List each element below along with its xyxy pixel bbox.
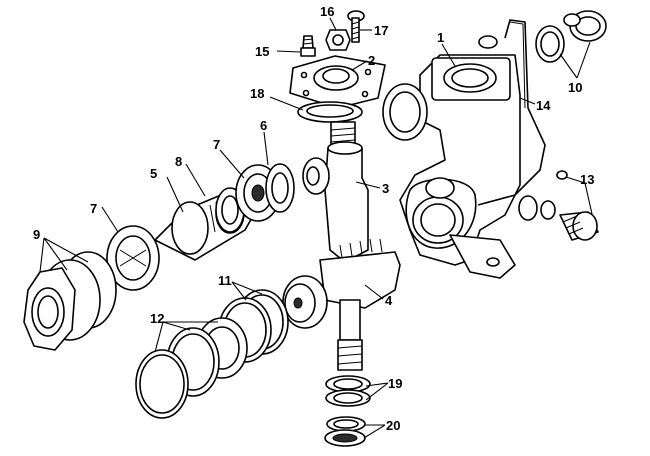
piston-disc-part xyxy=(282,275,328,329)
callout-16: 16 xyxy=(320,4,334,19)
pipe-part xyxy=(477,19,546,206)
callout-17: 17 xyxy=(374,23,388,38)
callout-1: 1 xyxy=(437,30,444,45)
lower-shaft-seals-part xyxy=(325,375,371,407)
callout-19: 19 xyxy=(388,376,402,391)
leader-lines xyxy=(39,17,593,439)
callout-13: 13 xyxy=(580,172,594,187)
bleed-valve-part xyxy=(300,35,316,57)
union-fitting-part xyxy=(540,170,599,241)
callout-7-lower: 7 xyxy=(90,201,97,216)
rack-piston-part xyxy=(319,238,401,371)
o-rings-part xyxy=(135,317,248,419)
callout-8: 8 xyxy=(175,154,182,169)
callout-11: 11 xyxy=(218,273,232,288)
lower-bearing-race-part xyxy=(106,225,160,291)
callout-4: 4 xyxy=(385,293,393,308)
callout-labels: 1 2 3 4 5 6 7 7 8 9 10 11 12 13 14 15 16… xyxy=(33,4,594,433)
callout-2: 2 xyxy=(368,53,375,68)
sector-shaft-part xyxy=(302,121,369,263)
callout-9: 9 xyxy=(33,227,40,242)
callout-14: 14 xyxy=(536,98,551,113)
upper-seal-part xyxy=(265,163,295,213)
callout-7-upper: 7 xyxy=(213,137,220,152)
callout-20: 20 xyxy=(386,418,400,433)
cover-bolt-part xyxy=(347,10,365,43)
callout-3: 3 xyxy=(382,181,389,196)
pipe-fitting-rings-part xyxy=(535,10,607,63)
lower-shaft-bushings-part xyxy=(324,416,366,447)
top-cover-part xyxy=(289,55,386,109)
end-plug-part xyxy=(23,251,117,351)
callout-12: 12 xyxy=(150,311,164,326)
callout-6: 6 xyxy=(260,118,267,133)
callout-5: 5 xyxy=(150,166,157,181)
callout-15: 15 xyxy=(255,44,269,59)
callout-18: 18 xyxy=(250,86,264,101)
callout-10: 10 xyxy=(568,80,582,95)
housing-part xyxy=(382,35,538,279)
adjuster-nut-part xyxy=(325,29,351,51)
cover-seal-ring-part xyxy=(297,101,363,123)
